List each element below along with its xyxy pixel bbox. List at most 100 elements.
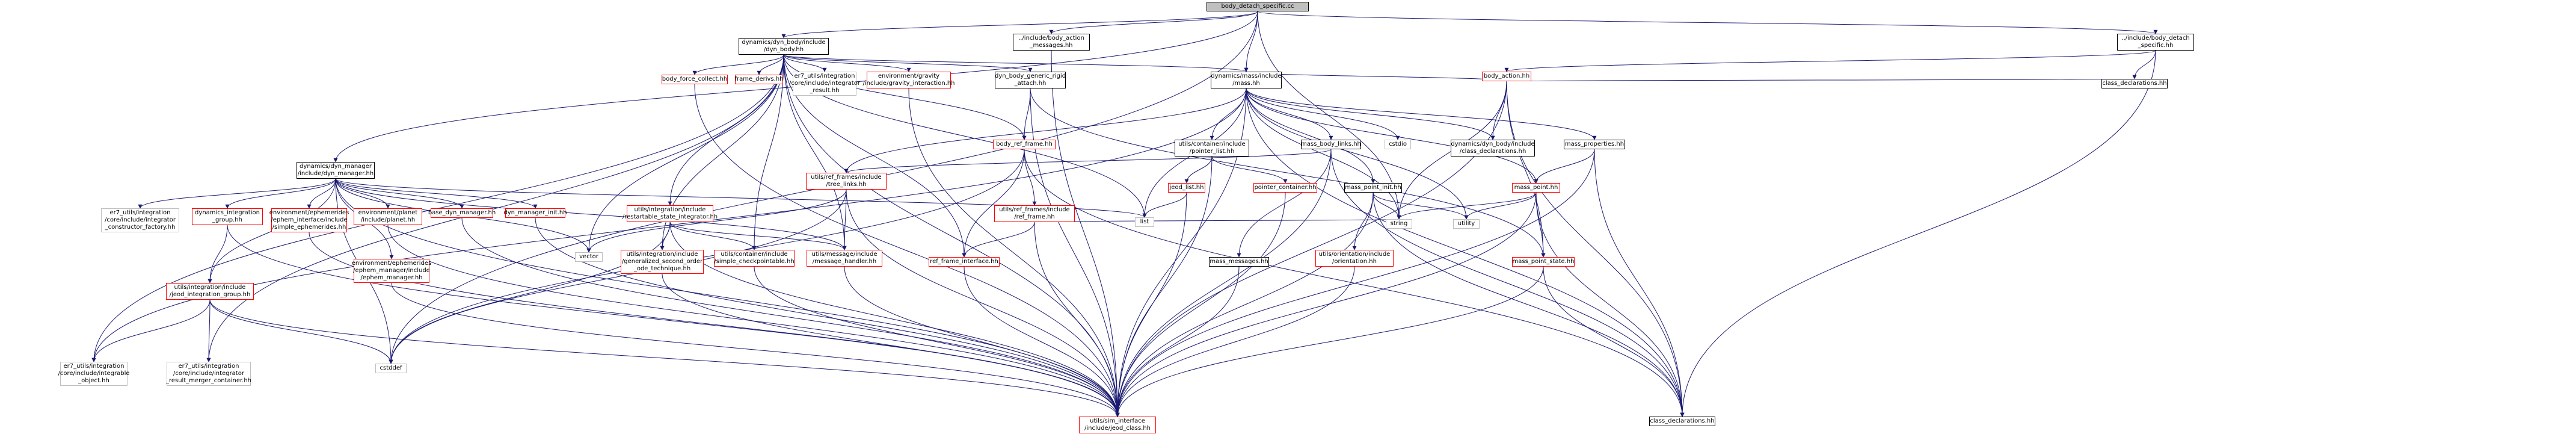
edge-ref_frames_tree_links-to-cstddef (389, 189, 847, 364)
edge-ref_frames_tree_links-to-message_handler (842, 189, 847, 250)
node-base-dyn-manager-hh[interactable]: base_dyn_manager.hh (428, 208, 496, 218)
edge-pointer_list-to-jeod_list (1184, 156, 1213, 184)
node-mass-point-init-hh[interactable]: mass_point_init.hh (1344, 183, 1402, 193)
node-jeod-class-hh[interactable]: utils/sim_interface /include/jeod_class.… (1079, 417, 1156, 433)
node-mass-point-hh[interactable]: mass_point.hh (1512, 183, 1560, 193)
edge-mass_point-to-class_declarations_bottom (1535, 192, 1685, 417)
edge-dyn_body-to-body_ref_frame (783, 54, 1027, 140)
edge-dyn_body-to-vector (586, 54, 784, 253)
node-integrator-constructor-factory-hh: er7_utils/integration /core/include/inte… (101, 208, 179, 232)
node-dynamics-integration-group-hh[interactable]: dynamics_integration _group.hh (192, 208, 263, 225)
edge-mass-to-mass_point_init (1246, 88, 1376, 184)
node-integrator-result-hh: er7_utils/integration /core/include/inte… (789, 72, 860, 96)
node-integrable-object-hh: er7_utils/integration /core/include/inte… (58, 362, 130, 386)
edge-body_detach_specific-to-class_declarations_bottom (1680, 50, 2156, 417)
node-ref-frame-hh[interactable]: utils/ref_frames/include /ref_frame.hh (994, 205, 1075, 222)
edge-dyn_manager-to-dynamics_integration_group (225, 178, 336, 209)
node-body-ref-frame-hh[interactable]: body_ref_frame.hh (993, 140, 1056, 149)
node-body-force-collect-hh[interactable]: body_force_collect.hh (662, 75, 728, 84)
edge-mass-to-sim_interface (1115, 88, 1247, 417)
node-ephem-manager-hh[interactable]: environment/ephemerides /ephem_manager/i… (352, 259, 431, 283)
node-restartable-state-integrator-hh[interactable]: utils/integration/include /restartable_s… (622, 205, 718, 222)
edge-mass_properties-to-sim_interface (1115, 149, 1595, 417)
edge-dyn_body_generic_rigid-to-sim_interface (1030, 88, 1120, 417)
edge-mass_properties-to-mass_point (1534, 149, 1595, 184)
edge-jeod_integration_group-to-integrable_object (91, 299, 211, 362)
node-string: string (1386, 219, 1412, 229)
node-pointer-container-hh[interactable]: pointer_container.hh (1253, 183, 1317, 193)
node-mass-body-links-hh[interactable]: mass_body_links.hh (1301, 140, 1361, 149)
node-mass-hh[interactable]: dynamics/mass/include /mass.hh (1211, 72, 1282, 88)
node-class-declarations-hh-bottom[interactable]: class_declarations.hh (1649, 417, 1715, 426)
edge-ref_frames_ref_frame-to-ref_frame_interface (962, 222, 1035, 258)
edge-restartable_state_integrator-to-message_handler (669, 222, 847, 250)
edge-ephem_manager-to-sim_interface (391, 282, 1120, 417)
node-orientation-hh[interactable]: utils/orientation/include /orientation.h… (1315, 250, 1394, 267)
edge-dyn_body-to-simple_checkpointable (752, 54, 784, 250)
node-jeod-list-hh[interactable]: jeod_list.hh (1168, 183, 1205, 193)
edge-mass_point_init-to-sim_interface (1115, 192, 1374, 417)
node-frame-derivs-hh[interactable]: frame_derivs.hh (734, 75, 784, 84)
node-gravity-interaction-hh[interactable]: environment/gravity /include/gravity_int… (862, 72, 955, 88)
edge-jeod_list-to-sim_interface (1115, 192, 1187, 417)
edge-body_detach_specific-to-body_action (1504, 50, 2156, 72)
node-body-detach-specific-hh[interactable]: ../include/body_detach _specific.hh (2117, 34, 2194, 51)
node-cstdio: cstdio (1385, 140, 1411, 149)
edge-mass_body_links-to-sim_interface (1115, 149, 1332, 417)
edge-restartable_state_integrator-to-simple_checkpointable (669, 222, 757, 250)
edge-mass_point_init-to-orientation (1352, 192, 1374, 250)
edge-root-to-dyn_body (781, 11, 1258, 39)
edge-jeod_integration_group-to-integrator_result_merger_container (206, 299, 211, 362)
node-message-handler-hh[interactable]: utils/message/include /message_handler.h… (807, 250, 882, 267)
node-body-action-messages-hh[interactable]: ../include/body_action _messages.hh (1013, 34, 1090, 51)
edge-body_ref_frame-to-ref_frame_interface (962, 149, 1025, 258)
edge-body_ref_frame-to-class_declarations_bottom (1024, 149, 1685, 417)
node-body-detach-specific-cc: body_detach_specific.cc (1207, 2, 1309, 11)
edge-mass-to-mass_point (1246, 88, 1539, 184)
edge-simple_checkpointable-to-sim_interface (754, 266, 1120, 417)
node-mass-point-state-hh[interactable]: mass_point_state.hh (1512, 257, 1575, 267)
edge-ref_frames_tree_links-to-vector (586, 189, 847, 253)
node-dyn-manager-hh[interactable]: dynamics/dyn_manager /include/dyn_manage… (297, 162, 375, 179)
edge-mass_point-to-sim_interface (1115, 192, 1537, 417)
node-cstddef: cstddef (375, 364, 407, 373)
edge-mass_point_init-to-utility (1373, 192, 1469, 220)
node-tree-links-hh[interactable]: utils/ref_frames/include /tree_links.hh (806, 173, 887, 190)
node-dyn-manager-init-hh[interactable]: dyn_manager_init.hh (503, 208, 567, 218)
node-planet-hh[interactable]: environment/planet /include/planet.hh (354, 208, 422, 225)
edge-body_action_messages-to-sim_interface (1051, 50, 1120, 417)
node-class-declarations-hh[interactable]: class_declarations.hh (2101, 79, 2168, 88)
edge-dyn_manager-to-simple_ephemerides (307, 178, 336, 209)
node-ref-frame-interface-hh[interactable]: ref_frame_interface.hh (929, 257, 1000, 267)
edge-mass-to-dyn_body_class_declarations (1246, 88, 1495, 140)
edge-body_force_collect-to-sim_interface (694, 84, 1120, 417)
node-integrator-result-merger-container-hh: er7_utils/integration /core/include/inte… (166, 362, 251, 386)
node-jeod-integration-group-hh[interactable]: utils/integration/include /jeod_integrat… (166, 283, 254, 300)
node-dyn-body-generic-rigid-attach-hh[interactable]: dyn_body_generic_rigid _attach.hh (995, 72, 1066, 88)
edge-mass_messages-to-sim_interface (1115, 266, 1240, 417)
node-mass-messages-hh[interactable]: mass_messages.hh (1209, 257, 1269, 267)
edge-mass_point_init-to-string (1373, 192, 1401, 220)
node-utility: utility (1453, 219, 1480, 229)
edge-mass-to-ref_frames_tree_links (844, 88, 1247, 173)
edge-jeod_list-to-list (1142, 192, 1187, 218)
edge-mass_point-to-string (1397, 192, 1537, 220)
node-generalized-second-order-ode-technique-hh[interactable]: utils/integration/include /generalized_s… (621, 250, 704, 274)
node-body-action-hh[interactable]: body_action.hh (1482, 72, 1531, 81)
edge-base_dyn_manager-to-sim_interface (461, 217, 1120, 417)
edge-root-to-mass (1244, 11, 1258, 72)
node-simple-ephemerides-hh[interactable]: environment/ephemerides /ephem_interface… (269, 208, 349, 232)
node-pointer-list-hh[interactable]: utils/container/include /pointer_list.hh (1175, 140, 1249, 157)
node-mass-properties-hh[interactable]: mass_properties.hh (1564, 140, 1625, 149)
node-simple-checkpointable-hh[interactable]: utils/container/include /simple_checkpoi… (714, 250, 795, 267)
edge-mass_point_init-to-class_declarations_bottom (1373, 192, 1685, 417)
node-dyn-body-class-declarations-hh[interactable]: dynamics/dyn_body/include /class_declara… (1451, 140, 1535, 157)
node-dyn-body-hh[interactable]: dynamics/dyn_body/include /dyn_body.hh (739, 38, 829, 55)
edge-dynamics_integration_group-to-jeod_integration_group (207, 225, 228, 284)
edge-mass-to-string (1246, 88, 1401, 220)
edge-dyn_manager-to-sim_interface (335, 178, 1120, 417)
edge-body_detach_specific-to-class_declarations_hh (2132, 50, 2156, 79)
edge-body_action-to-class_declarations_hh (1506, 78, 2135, 84)
